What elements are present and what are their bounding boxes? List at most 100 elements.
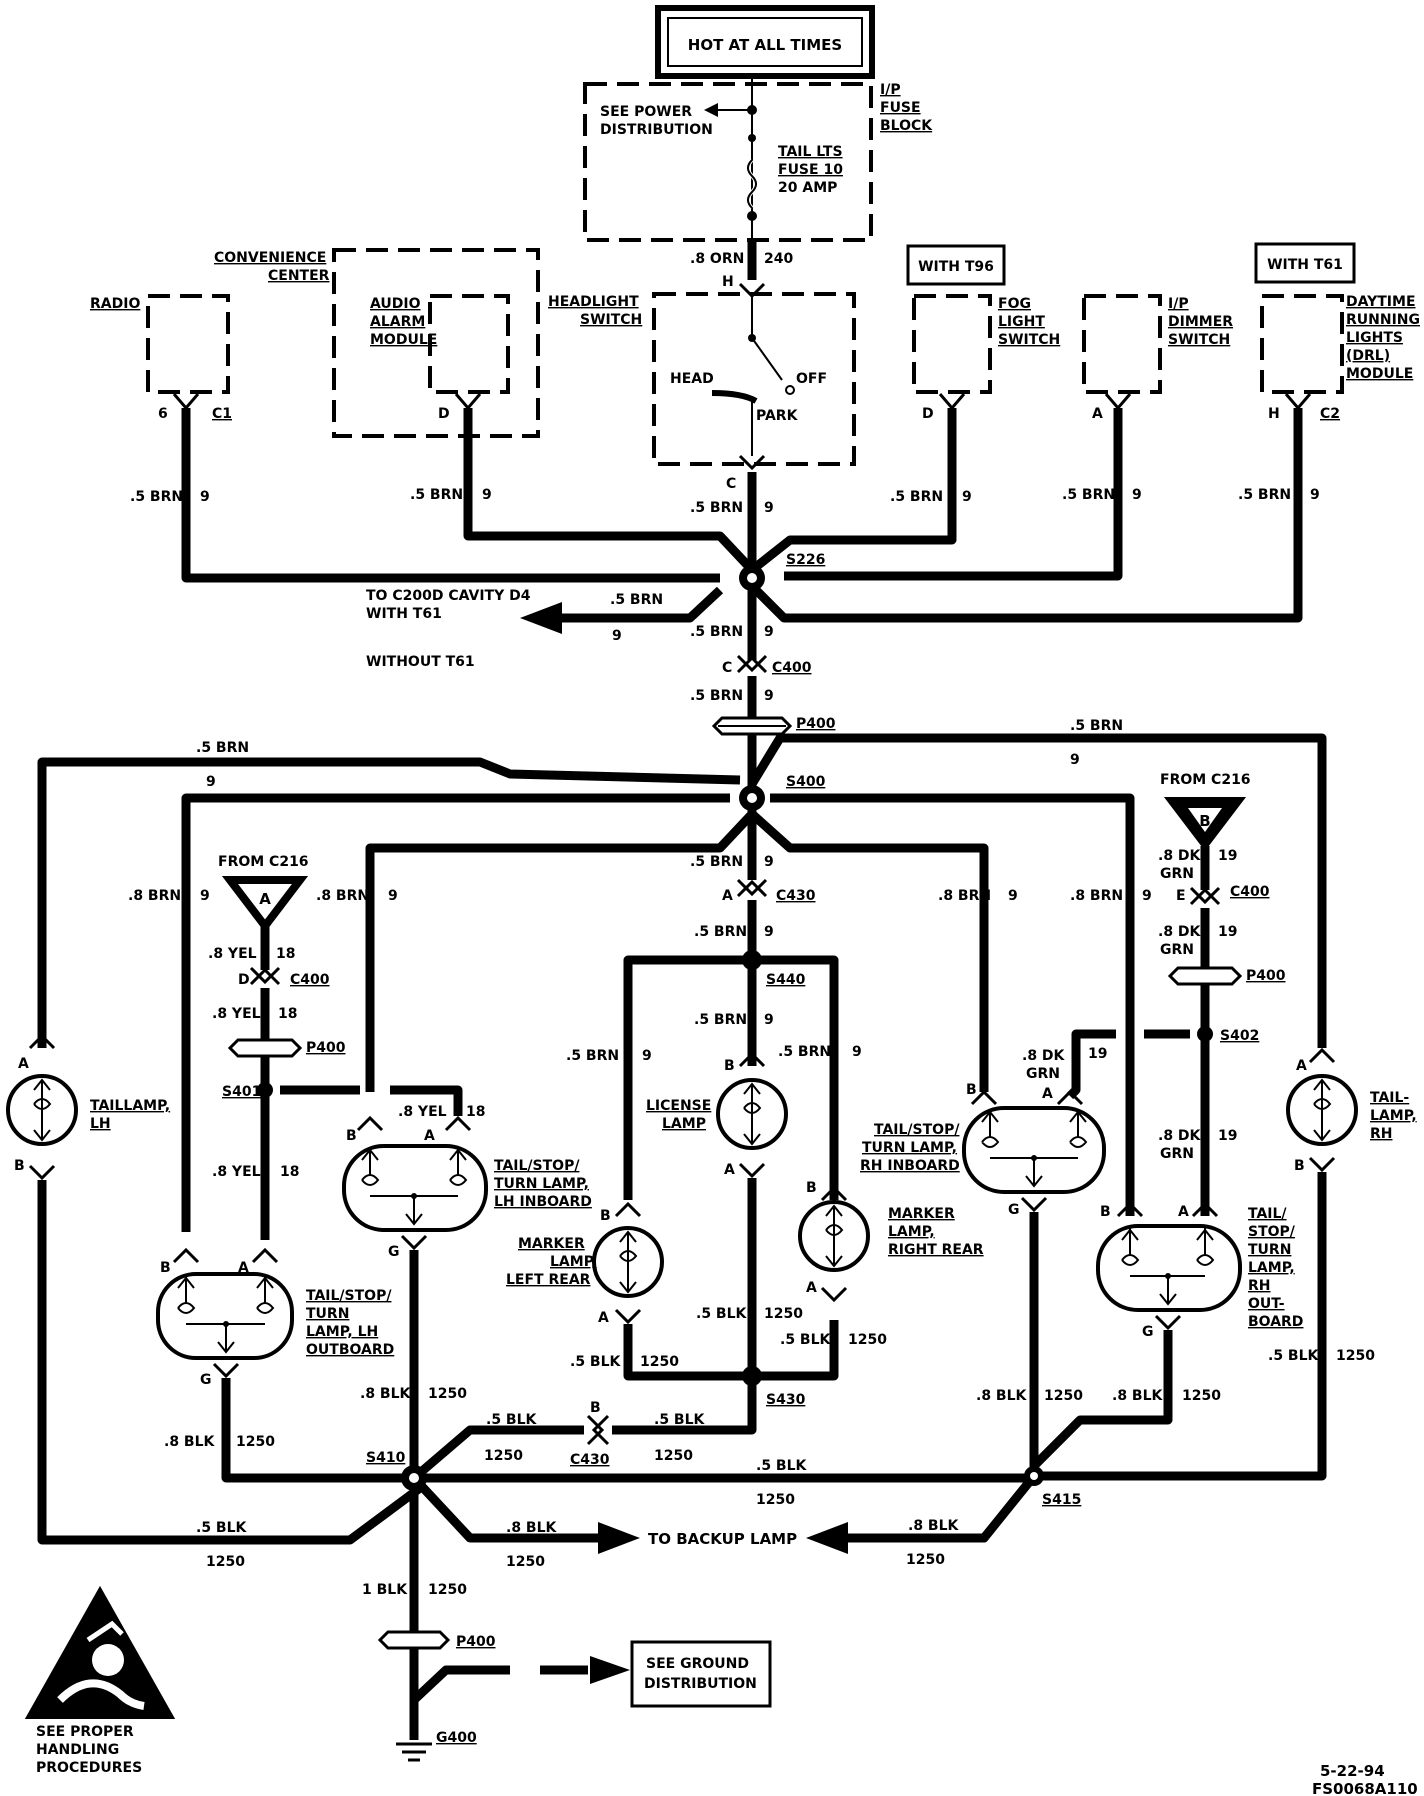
- circuit-label: 18: [280, 1164, 299, 1180]
- wire-label: .5 BLK: [570, 1354, 622, 1370]
- fog-light-label: FOG: [998, 296, 1031, 312]
- wire-label: .5 BRN: [690, 688, 743, 704]
- wire-label: .8 BRN: [316, 888, 369, 904]
- wire-label: .5 BRN: [890, 489, 943, 505]
- drl-connector: C2: [1320, 406, 1340, 422]
- connector-c400-e: E C400: [1176, 884, 1270, 906]
- audio-alarm-label-2: ALARM: [370, 314, 425, 330]
- park-position-label: PARK: [756, 408, 799, 424]
- audio-alarm-pin: D: [438, 406, 450, 422]
- connector-p400-grn: P400: [1167, 966, 1286, 986]
- circuit-label: 9: [200, 489, 210, 505]
- wire-label: .5 BRN: [410, 487, 463, 503]
- connector-a-label: A: [259, 890, 271, 908]
- circuit-label: 9: [388, 888, 398, 904]
- circuit-label: 19: [1088, 1046, 1107, 1062]
- lamp-label: TAIL/STOP/: [494, 1158, 580, 1174]
- dimmer-label-2: DIMMER: [1168, 314, 1233, 330]
- bulb-icon: [825, 1224, 844, 1236]
- fuse-number-label: FUSE 10: [778, 162, 843, 178]
- wire-label: .8 DK: [1158, 924, 1202, 940]
- circuit-label: 19: [1218, 848, 1237, 864]
- circuit-label: 1250: [428, 1582, 467, 1598]
- c430-label: C430: [570, 1452, 610, 1468]
- marker-lamp-right-label-3: RIGHT REAR: [888, 1242, 984, 1258]
- headlight-switch: HEADLIGHT SWITCH HEAD OFF PARK C: [548, 282, 856, 492]
- headlight-switch-pin: C: [726, 476, 736, 492]
- wire-label: .5 BRN: [690, 854, 743, 870]
- connector-p400-main: P400: [711, 716, 836, 736]
- bulb-icon: [1121, 1254, 1215, 1266]
- with-t96-label: WITH T96: [918, 259, 994, 275]
- warning-line-1: SEE PROPER: [36, 1724, 134, 1740]
- circuit-label: 9: [200, 888, 210, 904]
- marker-lamp-right-label-2: LAMP,: [888, 1224, 935, 1240]
- ip-fuse-block: SEE POWER DISTRIBUTION TAIL LTS FUSE 10 …: [583, 76, 933, 242]
- footer-code: FS0068A110: [1312, 1780, 1418, 1796]
- convenience-center-label-2: CENTER: [268, 268, 330, 284]
- wire-label: .8 DK: [1022, 1048, 1066, 1064]
- pin-label: A: [238, 1260, 249, 1276]
- wire-label: .8 BRN: [128, 888, 181, 904]
- lamp-label-3: LH INBOARD: [494, 1194, 592, 1210]
- license-lamp-label: LICENSE: [646, 1098, 711, 1114]
- fog-light-switch: WITH T96 FOG LIGHT SWITCH D: [906, 244, 1060, 422]
- p400-label: P400: [306, 1040, 346, 1056]
- marker-lamp-left-label: MARKER: [518, 1236, 585, 1252]
- wire-label: .5 BRN: [690, 500, 743, 516]
- headlight-switch-label-2: SWITCH: [580, 312, 642, 328]
- circuit-label: 1250: [764, 1306, 803, 1322]
- pin-label: A: [1178, 1204, 1189, 1220]
- pin-label: B: [724, 1058, 735, 1074]
- taillamp-rh-label-2: LAMP,: [1370, 1108, 1417, 1124]
- drl-label-4: (DRL): [1346, 348, 1390, 364]
- fog-light-label-2: LIGHT: [998, 314, 1045, 330]
- see-ground-label: SEE GROUND: [646, 1656, 749, 1672]
- pin-label: G: [1142, 1324, 1154, 1340]
- circuit-label: 9: [642, 1048, 652, 1064]
- circuit-label: 9: [764, 624, 774, 640]
- feed-pin-label: H: [722, 274, 734, 290]
- pin-label: B: [806, 1180, 817, 1196]
- lamp-label-4: LAMP,: [1248, 1260, 1295, 1276]
- pin-label: A: [724, 1162, 735, 1178]
- fuse-block-name-3: BLOCK: [880, 118, 933, 134]
- arrow-left-icon: [704, 103, 718, 117]
- tail-stop-turn-lamp-rh-inboard: B A G TAIL/STOP/ TURN LAMP, RH INBOARD: [860, 1082, 1106, 1218]
- esd-warning: SEE PROPER HANDLING PROCEDURES: [24, 1585, 176, 1776]
- wire-label: .5 BRN: [778, 1044, 831, 1060]
- route-with-t61-label: WITH T61: [366, 606, 442, 622]
- fog-light-pin: D: [922, 406, 934, 422]
- circuit-label: 1250: [1182, 1388, 1221, 1404]
- wire-label: .8 YEL: [212, 1006, 261, 1022]
- off-position-label: OFF: [796, 371, 827, 387]
- taillamp-rh: A B TAIL- LAMP, RH: [1286, 1047, 1417, 1174]
- tail-stop-turn-lamp-lh-inboard: B A G TAIL/STOP/ TURN LAMP, LH INBOARD: [342, 1115, 592, 1260]
- bulb-icon: [1313, 1098, 1332, 1110]
- connector-c430-a: A C430: [722, 878, 816, 904]
- see-power-label: SEE POWER: [600, 104, 692, 120]
- lamp-label-2: TURN: [306, 1306, 349, 1322]
- pin-label: C: [722, 660, 732, 676]
- pin-label: B: [160, 1260, 171, 1276]
- lamp-label: TAIL/: [1248, 1206, 1287, 1222]
- taillamp-lh: A B TAILLAMP, LH: [6, 1033, 170, 1181]
- pin-label: A: [1042, 1086, 1053, 1102]
- c400-label: C400: [1230, 884, 1270, 900]
- pin-label: G: [388, 1244, 400, 1260]
- circuit-label: 1250: [484, 1448, 523, 1464]
- wire-label: .8 DK: [1158, 848, 1202, 864]
- taillamp-lh-label: TAILLAMP,: [90, 1098, 170, 1114]
- circuit-label: 19: [1218, 1128, 1237, 1144]
- drl-label-2: RUNNING: [1346, 312, 1420, 328]
- wire-label: .8 BRN: [938, 888, 991, 904]
- wire-label: .5 BLK: [756, 1458, 808, 1474]
- bulb-icon: [177, 1302, 275, 1314]
- from-c216-a: FROM C216 A: [218, 854, 309, 933]
- splice-s401: [257, 1082, 273, 1098]
- circuit-label: 1250: [654, 1448, 693, 1464]
- pin-label: E: [1176, 888, 1186, 904]
- pin-label: D: [238, 972, 250, 988]
- bulb-icon: [743, 1102, 762, 1114]
- circuit-label: 9: [1142, 888, 1152, 904]
